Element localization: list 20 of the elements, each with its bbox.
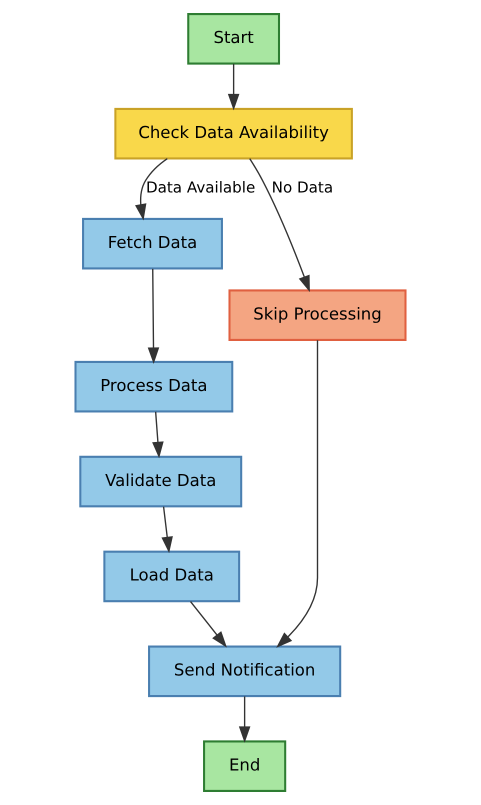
arrow (238, 696, 250, 743)
arrow (190, 601, 227, 648)
node-box: Skip Processing (228, 289, 407, 341)
node-box: Check Data Availability (114, 108, 353, 160)
node-box: Validate Data (79, 456, 242, 508)
node-box: End (203, 740, 286, 792)
node-box: Fetch Data (82, 218, 223, 270)
node-box: Send Notification (148, 646, 342, 698)
arrow (228, 64, 240, 110)
arrow (152, 412, 164, 458)
arrow (249, 158, 310, 292)
arrow (135, 158, 168, 220)
node-box: Load Data (103, 550, 240, 602)
arrow (276, 340, 318, 648)
edge-label: No Data (272, 178, 334, 197)
arrow (161, 506, 173, 554)
edge-label: Data Available (146, 178, 256, 197)
node-box: Start (187, 13, 280, 65)
node-box: Process Data (74, 360, 234, 412)
arrow (148, 268, 160, 364)
